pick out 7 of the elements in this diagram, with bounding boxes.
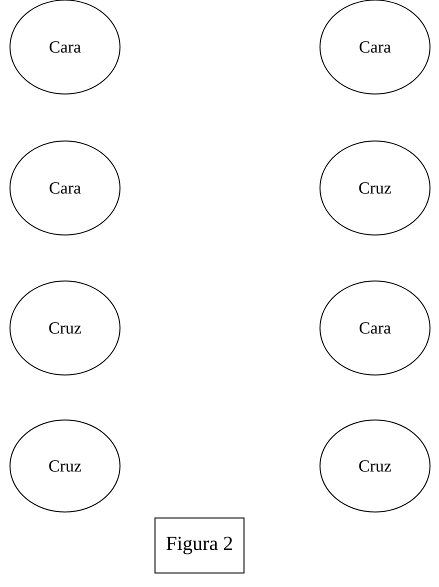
caption-box: Figura 2 — [154, 518, 244, 574]
oval: Cruz — [320, 140, 430, 236]
oval: Cruz — [10, 280, 120, 376]
oval: Cara — [10, 140, 120, 236]
oval: Cruz — [10, 420, 120, 512]
oval: Cruz — [320, 420, 430, 512]
oval: Cara — [320, 280, 430, 376]
